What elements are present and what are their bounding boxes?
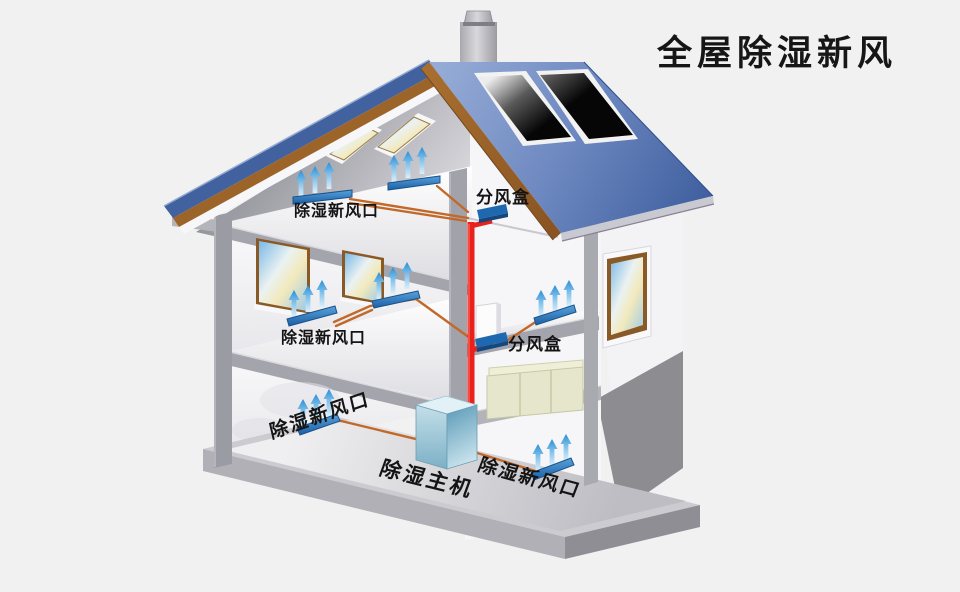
solar-panel bbox=[536, 69, 638, 144]
vent-bar bbox=[530, 457, 575, 481]
right-inner-column bbox=[584, 217, 598, 486]
roof-cut-trim bbox=[178, 81, 447, 234]
ground-floor-interior bbox=[203, 366, 700, 559]
vent-bar bbox=[533, 304, 577, 326]
duct-pipe bbox=[348, 201, 468, 223]
label-middle-vent: 除湿新风口 bbox=[281, 330, 367, 347]
roof-left-band bbox=[164, 60, 438, 218]
distribution-box-upper bbox=[477, 204, 508, 223]
duct-pipe bbox=[334, 308, 374, 328]
label-distribution-box-upper: 分风盒 bbox=[476, 188, 530, 207]
interior-window bbox=[340, 250, 386, 309]
vent-bar bbox=[292, 189, 353, 205]
distribution-box-lower bbox=[475, 332, 508, 352]
duct-pipe bbox=[503, 319, 539, 344]
vent-bar bbox=[296, 413, 341, 436]
duct-pipe bbox=[348, 197, 470, 220]
roof-left-fascia bbox=[173, 72, 444, 227]
label-attic-vent: 除湿新风口 bbox=[294, 203, 380, 220]
right-exterior-wall bbox=[597, 198, 683, 512]
middle-floor-slab-edge bbox=[222, 350, 472, 424]
duct-pipe bbox=[414, 297, 476, 343]
exterior-window bbox=[602, 245, 652, 349]
roof bbox=[163, 59, 715, 242]
vent-bar bbox=[387, 175, 441, 191]
chimney bbox=[460, 10, 497, 74]
vent-bar bbox=[286, 305, 338, 327]
right-wall-shadow-band bbox=[597, 351, 683, 512]
cutaway-frame-columns bbox=[172, 168, 598, 486]
page-title: 全屋除湿新风 bbox=[657, 34, 898, 73]
vents-and-airflow bbox=[286, 147, 577, 481]
ground-floor-surface bbox=[224, 420, 686, 531]
middle-floor bbox=[222, 294, 472, 408]
vent-bar bbox=[371, 290, 421, 309]
roof-eave-edge bbox=[561, 196, 714, 241]
exterior-window-glass bbox=[611, 257, 643, 335]
roof-front-fascia bbox=[421, 62, 561, 240]
duct-pipe bbox=[435, 184, 470, 214]
left-corner-column bbox=[214, 212, 232, 468]
interior-window bbox=[254, 238, 312, 319]
duct-pipe bbox=[472, 450, 537, 473]
plinth-front-right-face bbox=[565, 505, 700, 559]
skylight bbox=[374, 113, 436, 157]
center-column bbox=[449, 168, 467, 436]
label-distribution-box-lower: 分风盒 bbox=[508, 335, 562, 354]
dehumidifier-unit bbox=[414, 395, 479, 470]
sofa bbox=[486, 359, 584, 420]
attic-floor bbox=[218, 166, 472, 285]
plinth-front-left-face bbox=[203, 449, 565, 559]
solar-panel bbox=[474, 71, 576, 146]
